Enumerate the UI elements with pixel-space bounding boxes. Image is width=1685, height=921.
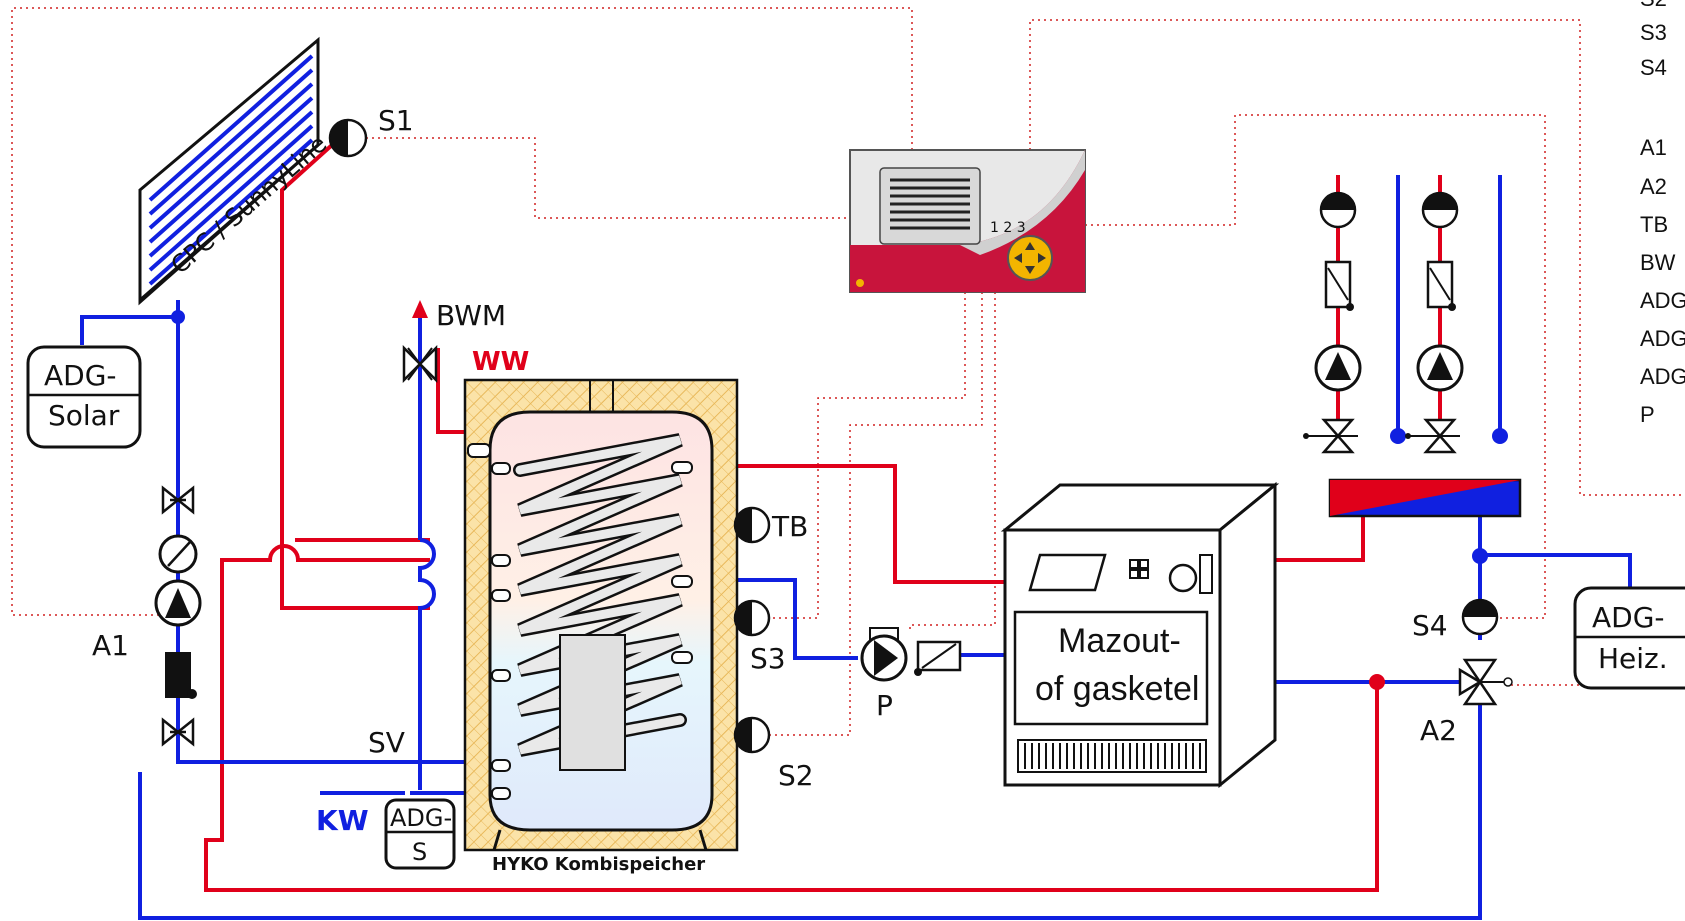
- expansion-tank-solar: ADG- Solar: [26, 345, 142, 449]
- legend-item: S2: [1640, 0, 1667, 11]
- tank-heiz-line2: Heiz.: [1598, 642, 1668, 675]
- sensor-s1-label: S1: [378, 104, 414, 137]
- legend-item: S4: [1640, 55, 1667, 80]
- tank-heiz-line1: ADG-: [1592, 601, 1665, 634]
- pump-a1-label: A1: [92, 629, 129, 662]
- tank-solar-line1: ADG-: [44, 359, 117, 392]
- legend-item: P: [1640, 402, 1655, 427]
- ww-label: WW: [472, 347, 529, 377]
- boiler-label-line2: of gasketel: [1035, 670, 1199, 708]
- controller-numbers: 1 2 3: [990, 220, 1026, 236]
- combination-storage-tank: HYKO Kombispeicher: [463, 378, 739, 875]
- boiler: Mazout- of gasketel: [1000, 481, 1280, 789]
- legend-item: ADG: [1640, 364, 1685, 389]
- sensor-s2: S2: [733, 716, 814, 792]
- controller-unit: 1 2 3: [849, 149, 1086, 293]
- legend-item: BW: [1640, 250, 1676, 275]
- sensor-s4-label: S4: [1412, 609, 1448, 642]
- sensor-s4: S4: [1412, 598, 1499, 642]
- sensor-s3: S3: [733, 599, 786, 675]
- legend-item: A2: [1640, 174, 1667, 199]
- expansion-tank-heating: ADG- Heiz.: [1573, 586, 1685, 690]
- legend-item: A1: [1640, 135, 1667, 160]
- junction-dot: [171, 310, 185, 324]
- kw-label: KW: [316, 804, 369, 837]
- pump-a2-label: A2: [1420, 714, 1457, 747]
- boiler-label-line1: Mazout-: [1058, 622, 1181, 660]
- heating-circuits: [1303, 191, 1522, 564]
- tank-s-line2: S: [412, 838, 427, 866]
- sensor-tb-label: TB: [771, 510, 808, 543]
- tank-solar-line2: Solar: [48, 399, 120, 432]
- hot-water-outlet: BWM WW: [402, 299, 529, 384]
- mixing-valve-a2: A2: [1420, 658, 1513, 747]
- sensor-s3-label: S3: [750, 642, 786, 675]
- bwm-label: BWM: [436, 299, 506, 332]
- legend-item: TB: [1640, 212, 1668, 237]
- legend-item: ADG: [1640, 288, 1685, 313]
- junction-dot: [1369, 674, 1385, 690]
- pump-p: P: [860, 627, 962, 722]
- solar-pump-group: A1: [92, 485, 202, 747]
- sensor-s2-label: S2: [778, 759, 814, 792]
- cold-water-inlet: SV KW ADG- S: [316, 726, 456, 870]
- solar-collector: CPC / SunnyLine: [138, 36, 332, 306]
- sv-label: SV: [368, 726, 405, 759]
- legend: S2 S3 S4 A1 A2 TB BW ADG ADG ADG P: [1640, 0, 1685, 427]
- legend-item: ADG: [1640, 326, 1685, 351]
- sensor-tb: TB: [733, 506, 808, 544]
- legend-item: S3: [1640, 20, 1667, 45]
- tank-s-line1: ADG-: [390, 804, 452, 832]
- sensor-s1: S1: [328, 104, 414, 158]
- storage-label: HYKO Kombispeicher: [492, 854, 705, 875]
- pump-p-label: P: [876, 689, 893, 722]
